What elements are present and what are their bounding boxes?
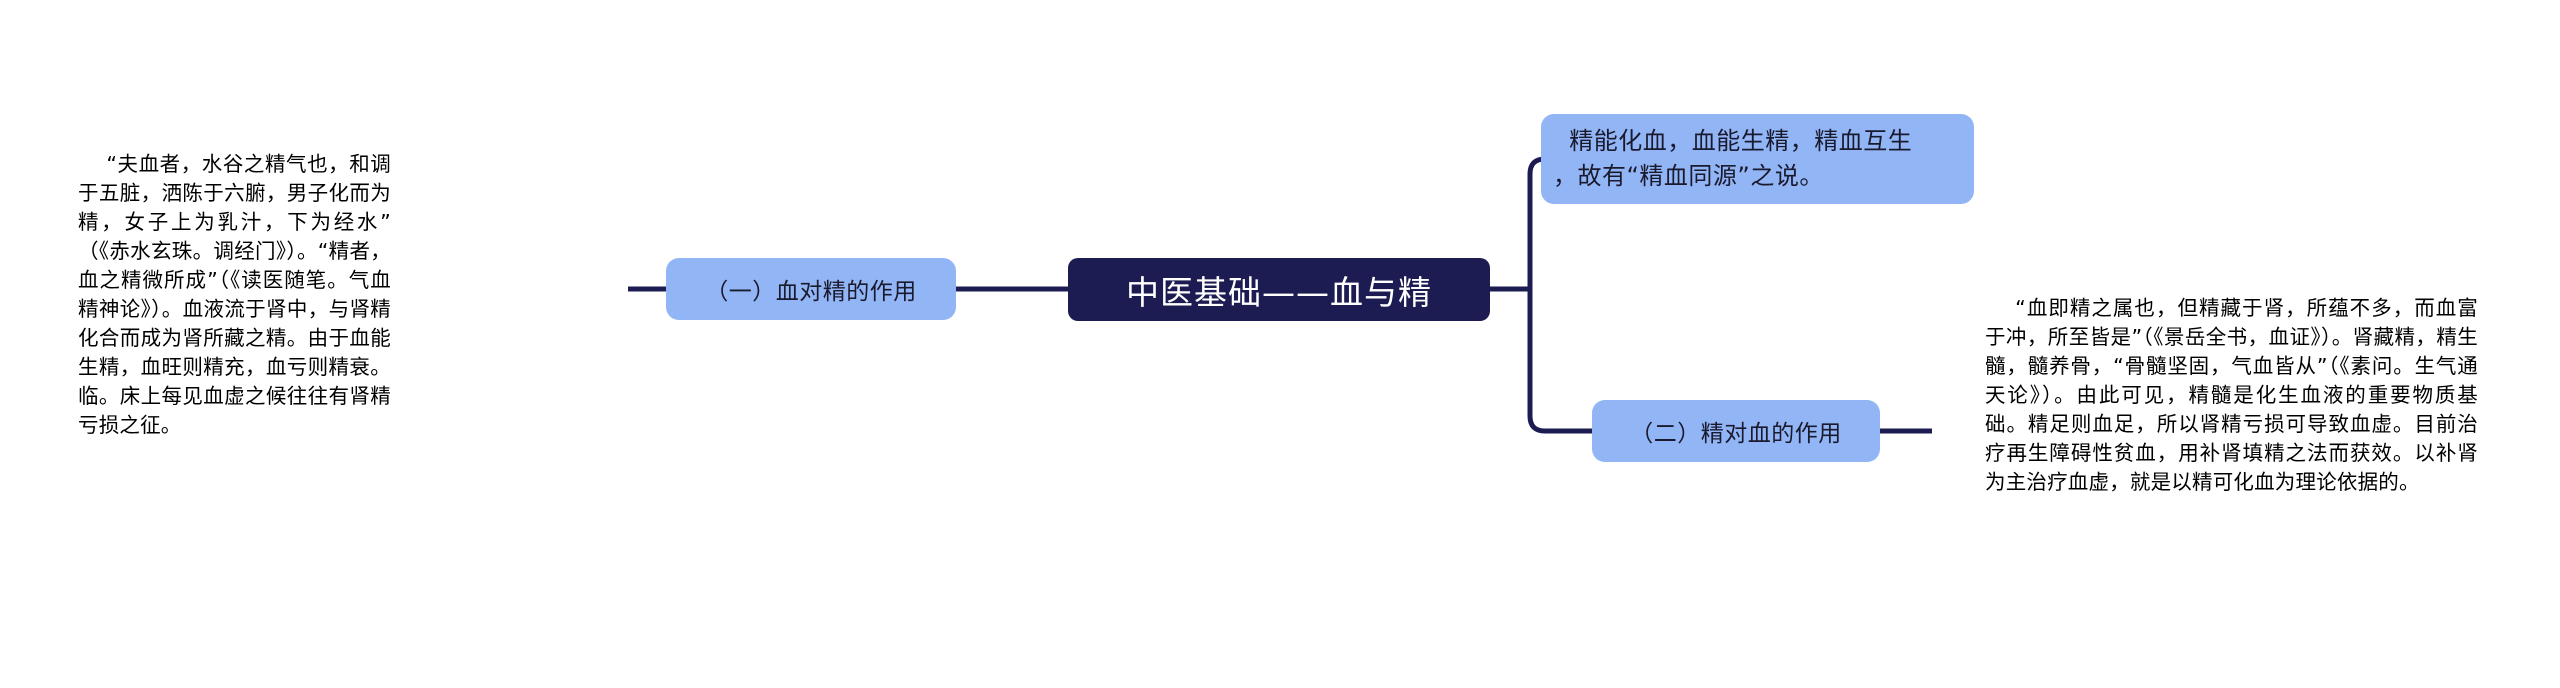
root-node-label: 中医基础——血与精 (1126, 272, 1432, 312)
branch-node-essence-on-blood-label: （二）精对血的作用 (1630, 421, 1842, 447)
branch-node-mutual-generation-label: 精能化血，血能生精，精血互生 ，故有“精血同源”之说。 (1553, 127, 1913, 190)
branch-node-blood-on-essence-label: （一）血对精的作用 (705, 279, 917, 305)
right-annotation-text: “血即精之属也，但精藏于肾，所蕴不多，而血富于冲，所至皆是”（《景岳全书，血证》… (1985, 296, 2478, 494)
branch-node-mutual-generation[interactable]: 精能化血，血能生精，精血互生 ，故有“精血同源”之说。 (1541, 114, 1974, 204)
branch-node-essence-on-blood[interactable]: （二）精对血的作用 (1592, 400, 1880, 462)
root-node[interactable]: 中医基础——血与精 (1068, 258, 1490, 321)
branch-node-blood-on-essence[interactable]: （一）血对精的作用 (666, 258, 956, 320)
connector-spine-to-essence-on-blood (1527, 289, 1592, 434)
left-annotation-text: “夫血者，水谷之精气也，和调于五脏，洒陈于六腑，男子化而为精，女子上为乳汁，下为… (78, 152, 391, 437)
